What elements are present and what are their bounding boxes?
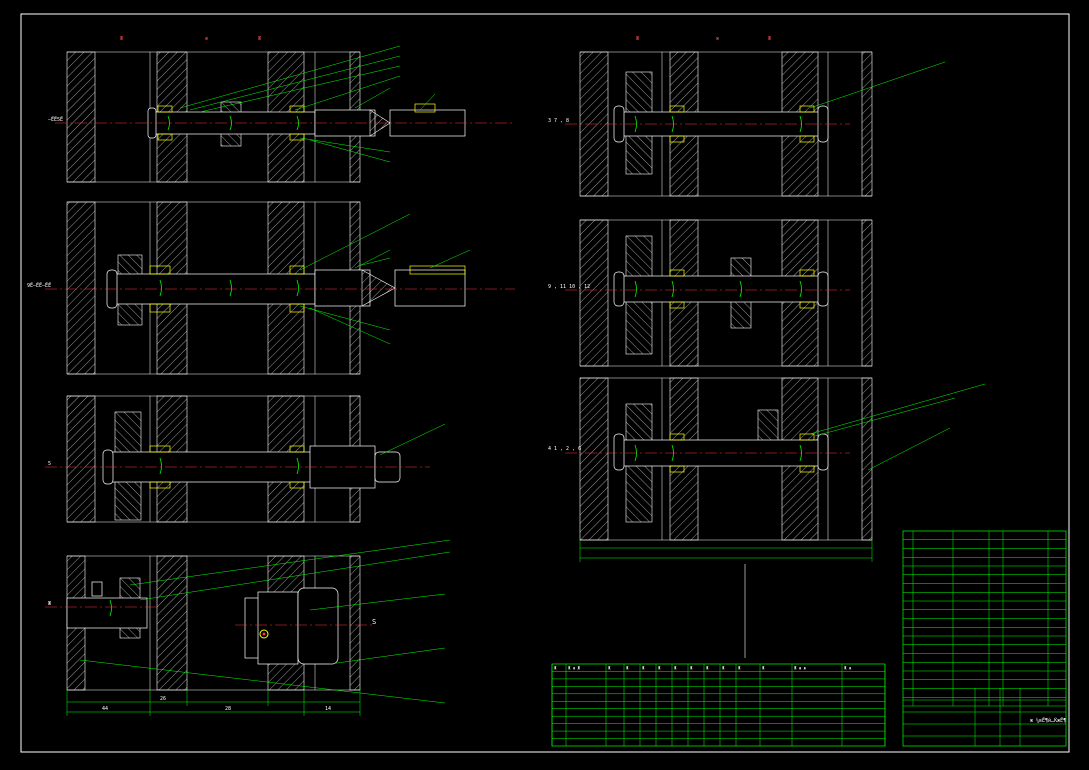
- row-label-2: 9Ё—ЁЁ—ЁЁ: [27, 282, 51, 289]
- right-view-row-1: [565, 51, 946, 197]
- section-label-right-3: Ж: [768, 36, 771, 42]
- right-view-row-2: [565, 219, 873, 367]
- dim-2: 26: [160, 696, 166, 702]
- section-label-right-1: Ж: [636, 36, 639, 42]
- table-header-cell: Ж ж ж: [794, 665, 807, 670]
- view-row-4: [45, 539, 451, 716]
- table-header-cell: Ж: [722, 665, 725, 670]
- table-header-cell: Ж: [706, 665, 709, 670]
- right-row-label-1: 3 7 , 8: [548, 118, 569, 124]
- section-label-left-2: ж: [205, 36, 208, 42]
- right-row-label-3: 4 1 , 2 , 6: [548, 446, 581, 452]
- row-label-1: —ЁЁ5Ё: [48, 116, 63, 123]
- table-header-cell: Ж ж: [844, 665, 852, 670]
- row-label-4: Ж: [48, 601, 51, 607]
- right-view-row-3: [565, 377, 986, 562]
- table-header-cell: Ж: [642, 665, 645, 670]
- table-header-cell: Ж: [738, 665, 741, 670]
- table-header-cell: Ж: [658, 665, 661, 670]
- table-header-cell: Ж: [762, 665, 765, 670]
- title-block: [902, 530, 1067, 747]
- dim-3: 28: [225, 706, 231, 712]
- row-label-3: 5: [48, 461, 51, 467]
- view-row-1: [55, 45, 515, 183]
- title-block-name: ж ¼вЁ¶й…ЌжЁ¶: [1030, 717, 1066, 724]
- left-section-views: [45, 45, 515, 716]
- table-header-cell: Ж: [690, 665, 693, 670]
- table-header-cell: Ж: [626, 665, 629, 670]
- s-marker: S: [372, 618, 376, 626]
- section-label-left-1: Ж: [120, 36, 123, 42]
- table-header-cell: Ж: [608, 665, 611, 670]
- view-row-2: [45, 201, 515, 375]
- table-header-cell: Ж: [554, 665, 557, 670]
- table-header-cell: Ж: [674, 665, 677, 670]
- view-row-3: [45, 395, 446, 523]
- section-label-left-3: Ж: [258, 36, 261, 42]
- right-row-label-2: 9 , 11 10 , 12: [548, 284, 590, 290]
- sheet-border: [20, 13, 1070, 753]
- section-label-right-2: ж: [716, 36, 719, 42]
- dim-1: 44: [102, 706, 108, 712]
- table-header-cell: Ж ж Ж: [568, 665, 581, 670]
- right-section-views: [565, 51, 986, 658]
- dim-4: 14: [325, 706, 331, 712]
